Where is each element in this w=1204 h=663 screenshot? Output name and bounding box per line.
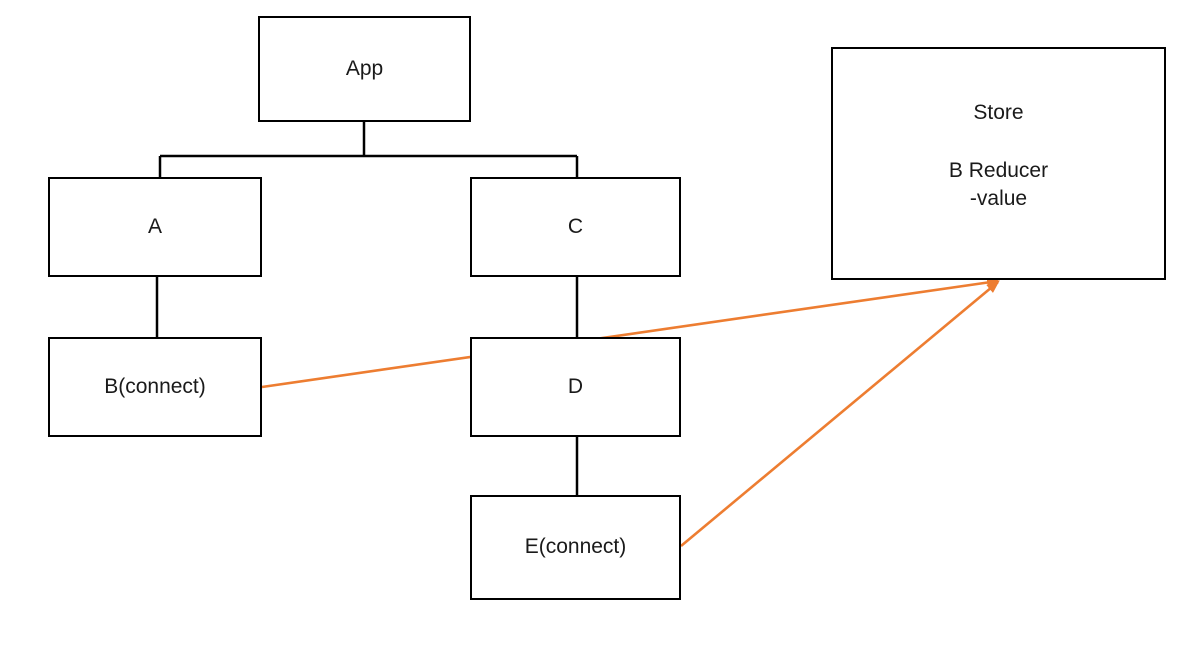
store-title: Store — [973, 101, 1024, 124]
node-a[interactable]: A — [48, 177, 262, 277]
node-app[interactable]: App — [258, 16, 471, 122]
node-e-connect-label: E(connect) — [524, 535, 627, 559]
node-e-connect[interactable]: E(connect) — [470, 495, 681, 600]
store-reducer-name: B Reducer — [948, 159, 1049, 183]
store-reducer-value: -value — [969, 186, 1028, 210]
node-d-label: D — [567, 374, 584, 398]
node-c-label: C — [567, 214, 584, 238]
node-d[interactable]: D — [470, 337, 681, 437]
node-a-label: A — [147, 214, 162, 238]
node-store[interactable]: Store B Reducer -value — [831, 47, 1166, 280]
node-c[interactable]: C — [470, 177, 681, 277]
node-b-connect-label: B(connect) — [104, 374, 206, 398]
node-app-label: App — [345, 56, 384, 80]
node-b-connect[interactable]: B(connect) — [48, 337, 262, 437]
